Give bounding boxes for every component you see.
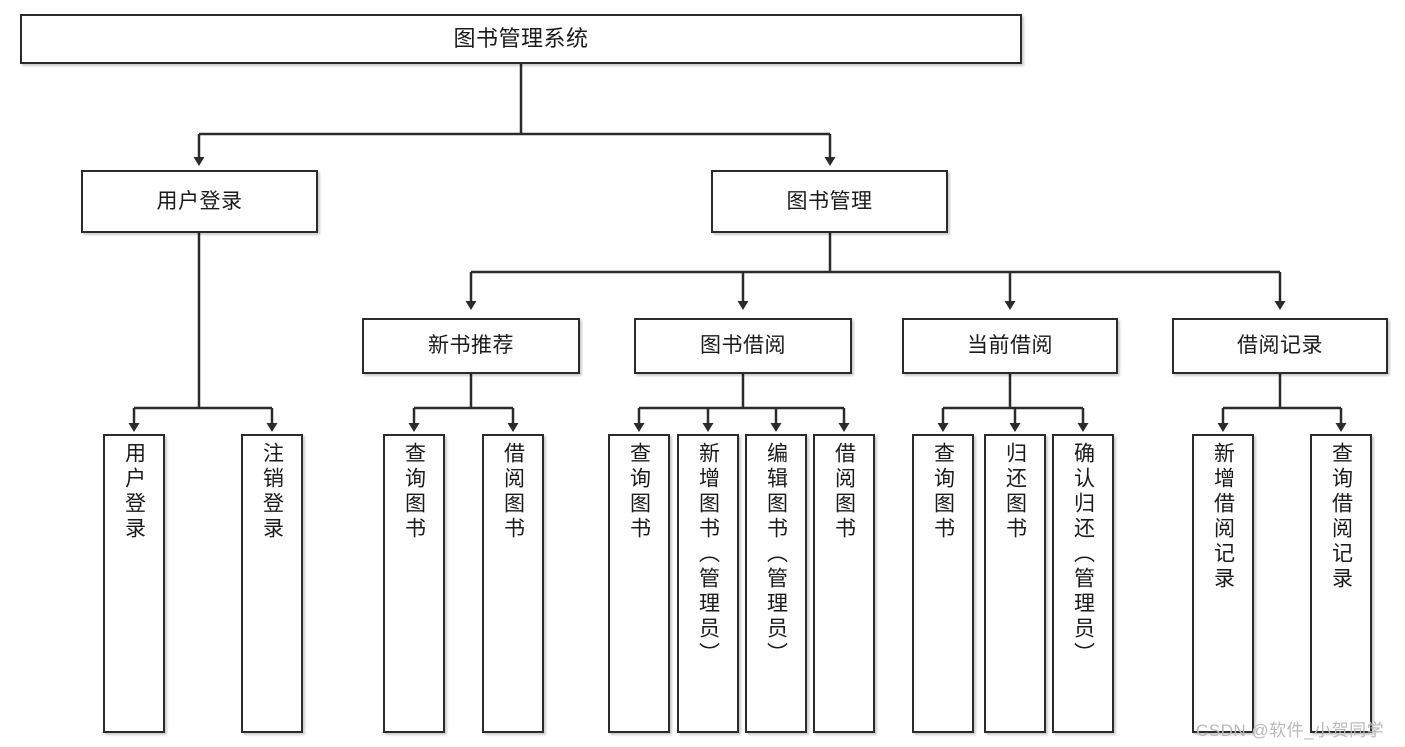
leaf-borrow-book-recommend-label: 借阅图书 — [501, 442, 525, 542]
node-new-book-recommend[interactable]: 新书推荐 — [362, 318, 580, 374]
leaf-edit-book-admin[interactable]: 编辑图书（管理员） — [745, 434, 807, 733]
leaf-add-borrow-record[interactable]: 新增借阅记录 — [1192, 434, 1254, 733]
leaf-add-borrow-record-label: 新增借阅记录 — [1211, 442, 1235, 592]
leaf-query-book-recommend[interactable]: 查询图书 — [383, 434, 445, 733]
leaf-borrow-book-recommend[interactable]: 借阅图书 — [482, 434, 544, 733]
leaf-query-book-current-label: 查询图书 — [931, 442, 955, 542]
node-borrow-record[interactable]: 借阅记录 — [1172, 318, 1388, 374]
leaf-query-borrow-record-label: 查询借阅记录 — [1329, 442, 1353, 592]
node-root[interactable]: 图书管理系统 — [20, 14, 1022, 64]
node-new-book-recommend-label: 新书推荐 — [428, 334, 514, 358]
node-book-borrow-label: 图书借阅 — [700, 334, 786, 358]
node-book-management-label: 图书管理 — [786, 189, 873, 213]
leaf-add-book-admin[interactable]: 新增图书（管理员） — [677, 434, 739, 733]
leaf-query-book-current[interactable]: 查询图书 — [912, 434, 974, 733]
leaf-query-borrow-record[interactable]: 查询借阅记录 — [1310, 434, 1372, 733]
leaf-borrow-book[interactable]: 借阅图书 — [813, 434, 875, 733]
leaf-query-book-borrow-label: 查询图书 — [627, 442, 651, 542]
leaf-confirm-return-admin-label: 确认归还（管理员） — [1071, 442, 1095, 667]
leaf-logout-login[interactable]: 注销登录 — [241, 434, 303, 733]
leaf-user-login[interactable]: 用户登录 — [103, 434, 165, 733]
leaf-return-book[interactable]: 归还图书 — [984, 434, 1046, 733]
node-book-borrow[interactable]: 图书借阅 — [634, 318, 852, 374]
node-user-login-label: 用户登录 — [156, 189, 243, 213]
leaf-query-book-borrow[interactable]: 查询图书 — [608, 434, 670, 733]
leaf-query-book-recommend-label: 查询图书 — [402, 442, 426, 542]
leaf-user-login-label: 用户登录 — [122, 442, 146, 542]
leaf-logout-login-label: 注销登录 — [260, 442, 284, 542]
leaf-return-book-label: 归还图书 — [1003, 442, 1027, 542]
node-borrow-record-label: 借阅记录 — [1237, 334, 1323, 358]
node-current-borrow-label: 当前借阅 — [967, 334, 1053, 358]
leaf-add-book-admin-label: 新增图书（管理员） — [696, 442, 720, 667]
csdn-watermark: CSDN @软件_小贺同学 — [1196, 721, 1385, 740]
leaf-edit-book-admin-label: 编辑图书（管理员） — [764, 442, 788, 667]
node-book-management[interactable]: 图书管理 — [711, 170, 948, 233]
node-user-login[interactable]: 用户登录 — [81, 170, 318, 233]
node-current-borrow[interactable]: 当前借阅 — [902, 318, 1118, 374]
leaf-borrow-book-label: 借阅图书 — [832, 442, 856, 542]
leaf-confirm-return-admin[interactable]: 确认归还（管理员） — [1052, 434, 1114, 733]
node-root-label: 图书管理系统 — [453, 25, 589, 51]
